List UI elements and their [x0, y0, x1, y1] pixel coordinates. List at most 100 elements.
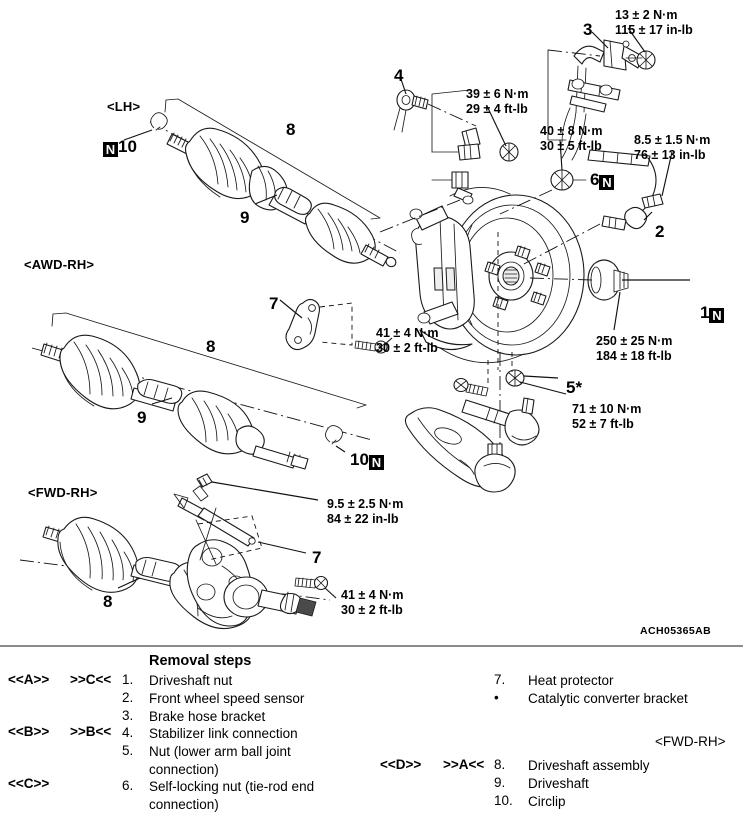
- stabilizer-link-nut: [499, 142, 519, 162]
- bolt-fwd-heat-protector: [294, 575, 329, 591]
- torque-metric: 40 ± 8 N·m: [540, 124, 603, 138]
- list-item-number: 2.: [122, 690, 134, 705]
- list-item-text: Driveshaft nut: [149, 673, 233, 688]
- torque-imperial: 30 ± 5 ft-lb: [540, 138, 602, 153]
- bolt-awd-heat-protector: [354, 340, 388, 354]
- list-item-text: Brake hose bracket: [149, 709, 266, 724]
- list-item-text: Driveshaft assembly: [528, 758, 650, 773]
- list-item-number: 5.: [122, 743, 134, 758]
- stabilizer-link: [393, 89, 429, 133]
- brake-caliper: [409, 205, 475, 351]
- n-badge-icon: N: [103, 142, 118, 157]
- list-item-text: Stabilizer link connection: [149, 726, 298, 741]
- removal-mark-pre: <<B>>: [8, 724, 50, 739]
- callout-number: 7: [312, 548, 322, 567]
- awd-shaft-sleeve: [137, 378, 183, 404]
- steering-knuckle-upper: [457, 127, 481, 161]
- list-item-text: Heat protector: [528, 673, 614, 688]
- torque-imperial: 115 ± 17 in-lb: [615, 22, 693, 37]
- torque-metric: 39 ± 6 N·m: [466, 87, 529, 101]
- removal-mark-post: >>C<<: [70, 672, 112, 687]
- diagram-id-code: ACH05365AB: [640, 625, 712, 637]
- wheel-hub: [488, 251, 534, 301]
- torque-metric: 9.5 ± 2.5 N·m: [327, 497, 404, 511]
- part-number: 6: [590, 170, 600, 189]
- torque-imperial: 52 ± 7 ft-lb: [572, 416, 634, 431]
- list-item-text: Catalytic converter bracket: [528, 691, 688, 706]
- callout-number: 8: [286, 120, 296, 139]
- front-hub-brake-assembly: [379, 27, 690, 493]
- list-item-text: Self-locking nut (tie-rod end connection…: [149, 779, 315, 812]
- torque-imperial: 184 ± 18 ft-lb: [596, 348, 672, 363]
- torque-imperial: 76 ± 13 in-lb: [634, 147, 706, 162]
- fwd-outer-boot: [57, 516, 139, 593]
- brake-hose-bracket-bolt: [636, 50, 656, 70]
- wheel-studs: [484, 245, 551, 311]
- removal-steps-list: Removal steps <<A>>>>C<<<<B>>>>B<<<<C>>1…: [0, 648, 743, 814]
- fwd-rh-driveshaft-group: [19, 473, 337, 630]
- wheel-speed-sensor-mount: [451, 171, 474, 205]
- variant-label-lh: <LH>: [107, 99, 141, 114]
- list-item-text: Driveshaft: [528, 776, 589, 791]
- awd-inner-joint: [177, 390, 265, 455]
- tie-rod-end: [461, 397, 540, 446]
- lh-inner-boot: [304, 202, 376, 264]
- part-number: 1: [700, 303, 710, 322]
- torque-metric: 41 ± 4 N·m: [341, 588, 404, 602]
- heat-protector-bracket-awd: [285, 298, 321, 351]
- callout-number: 8: [206, 337, 216, 356]
- removal-mark-post: >>B<<: [70, 724, 112, 739]
- removal-steps-title: Removal steps: [149, 653, 252, 669]
- list-item-number: 10.: [494, 793, 513, 808]
- torque-imperial: 30 ± 2 ft-lb: [376, 340, 438, 355]
- torque-imperial: 29 ± 4 ft-lb: [466, 101, 528, 116]
- list-item-text: Circlip: [528, 794, 566, 809]
- awd-outer-boot: [59, 334, 141, 410]
- variant-label-awd-rh: <AWD-RH>: [24, 257, 95, 272]
- tie-rod-end-nut-5: [505, 369, 525, 387]
- list-item-text: Nut (lower arm ball joint connection): [149, 744, 291, 777]
- torque-imperial: 30 ± 2 ft-lb: [341, 602, 403, 617]
- removal-mark-pre: <<D>>: [380, 757, 422, 772]
- lower-ball-joint: [474, 443, 516, 493]
- lh-inner-spline: [360, 243, 397, 268]
- fwd-hub-nut-end: [223, 576, 317, 618]
- torque-metric: 41 ± 4 N·m: [376, 326, 439, 340]
- callout-number: 5*: [566, 378, 583, 397]
- callout-number: 7: [269, 294, 279, 313]
- callout-number: 3: [583, 20, 593, 39]
- catalytic-converter-bracket: [173, 493, 263, 565]
- bolt-catalytic-bracket: [192, 473, 213, 502]
- awd-rh-driveshaft-group: [31, 298, 393, 470]
- callout-number: 9: [240, 208, 250, 227]
- lower-arm-bolt-left: [453, 377, 489, 397]
- torque-metric: 8.5 ± 1.5 N·m: [634, 133, 711, 147]
- list-item-number: 9.: [494, 775, 506, 790]
- part-number: 10: [350, 450, 369, 469]
- removal-mark-pre: <<C>>: [8, 776, 50, 791]
- variant-label-fwd-rh-list: <FWD-RH>: [655, 734, 726, 749]
- lh-shaft-sleeve: [274, 186, 312, 216]
- torque-metric: 71 ± 10 N·m: [572, 402, 642, 416]
- front-wheel-speed-sensor: [587, 149, 664, 231]
- brake-hose-bracket: [561, 39, 643, 161]
- list-item-number: 3.: [122, 708, 134, 723]
- n-badge-icon: N: [368, 455, 384, 470]
- circlip-awd: [325, 425, 343, 445]
- lh-driveshaft-group: [123, 98, 401, 268]
- self-locking-nut-6: [550, 169, 574, 191]
- list-item-number: •: [494, 690, 499, 705]
- removal-mark-post: >>A<<: [443, 757, 485, 772]
